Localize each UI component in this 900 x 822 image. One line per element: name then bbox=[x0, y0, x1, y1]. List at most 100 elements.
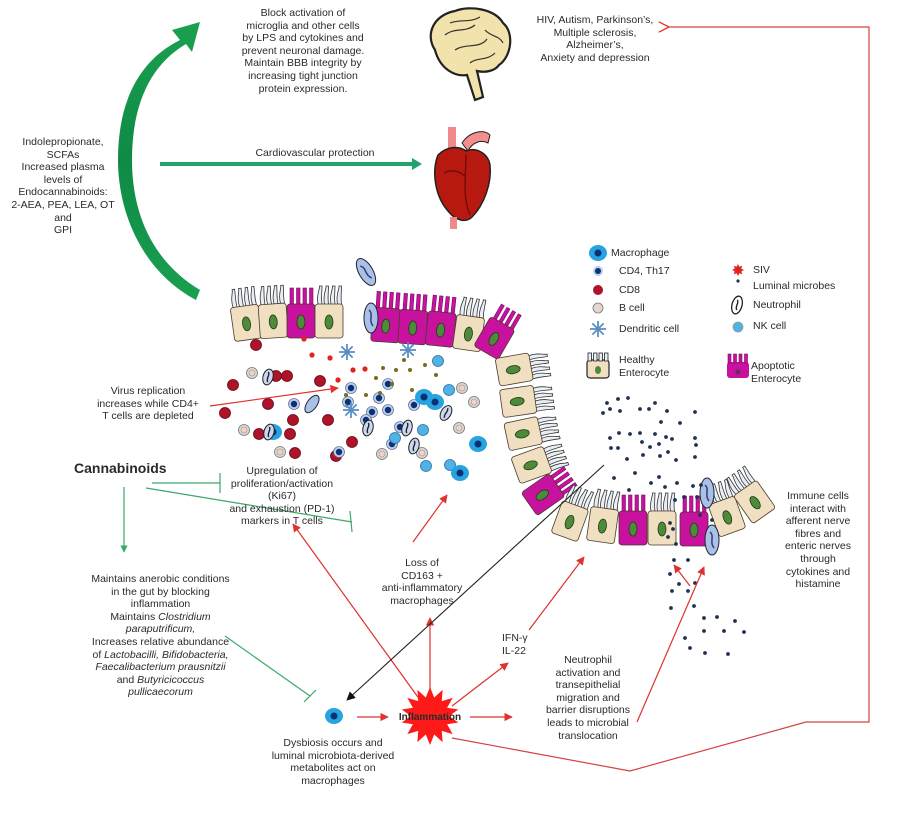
luminal-microbe-dot bbox=[693, 436, 697, 440]
luminal-microbe-dot bbox=[688, 646, 692, 650]
legend-dendritic-cell: Dendritic cell bbox=[619, 323, 680, 335]
luminal-microbe-dot bbox=[612, 476, 616, 480]
dendritic-cell-icon bbox=[339, 344, 355, 360]
luminal-microbe-dot bbox=[605, 401, 609, 405]
luminal-microbe-dot bbox=[686, 558, 690, 562]
macrophage-icon bbox=[451, 465, 469, 481]
luminal-microbe-dot bbox=[703, 651, 707, 655]
luminal-microbe-dot bbox=[627, 488, 631, 492]
luminal-microbes-icon bbox=[736, 279, 740, 283]
luminal-microbe-dot bbox=[666, 535, 670, 539]
inflammation-arrows bbox=[292, 494, 705, 723]
cd8-icon bbox=[593, 285, 603, 295]
enterocyte bbox=[499, 385, 556, 418]
gut-epithelium bbox=[230, 258, 775, 556]
luminal-microbe-dot bbox=[638, 407, 642, 411]
enterocyte bbox=[618, 494, 648, 546]
luminal-microbe-dot bbox=[670, 589, 674, 593]
legend-cd4-th17: CD4, Th17 bbox=[619, 265, 670, 277]
microbe-dot-icon bbox=[394, 368, 398, 372]
cannabinoids-label: Cannabinoids bbox=[74, 460, 167, 476]
microbial-translocation-arrow bbox=[346, 464, 605, 701]
cd8-cell-icon bbox=[322, 414, 334, 426]
brain-effects-label: Block activation of microglia and other … bbox=[241, 7, 365, 95]
cardio-arrow bbox=[160, 158, 422, 170]
cd4-cell-icon bbox=[366, 406, 378, 418]
legend-nk-cell: NK cell bbox=[753, 320, 787, 332]
luminal-microbe-dot bbox=[647, 407, 651, 411]
luminal-microbe-dot bbox=[608, 436, 612, 440]
luminal-microbe-dot bbox=[628, 432, 632, 436]
luminal-microbe-dot bbox=[710, 518, 714, 522]
luminal-microbe-dot bbox=[633, 471, 637, 475]
enterocyte bbox=[424, 294, 457, 348]
siv-particle-icon bbox=[301, 336, 307, 342]
neutrophil-icon bbox=[362, 419, 374, 437]
neutrophil-icon bbox=[408, 437, 420, 455]
nk-cell-icon bbox=[417, 424, 429, 436]
neutrophil-icon bbox=[401, 419, 413, 437]
b-cell-icon bbox=[416, 447, 428, 459]
dysbiosis-macrophage-icon bbox=[325, 708, 343, 724]
luminal-microbe-dot bbox=[678, 421, 682, 425]
lamina-propria-cells bbox=[219, 336, 487, 481]
luminal-microbe-dot bbox=[674, 542, 678, 546]
virus-replication-label: Virus replication increases while CD4+ T… bbox=[97, 385, 199, 423]
microbe-dot-icon bbox=[410, 388, 414, 392]
legend-neutrophil: Neutrophil bbox=[753, 299, 801, 311]
luminal-microbe-dot bbox=[715, 615, 719, 619]
cd4-cell-icon bbox=[408, 399, 420, 411]
luminal-microbe-dot bbox=[663, 485, 667, 489]
legend-b-cell: B cell bbox=[619, 302, 645, 314]
luminal-microbe-dot bbox=[640, 440, 644, 444]
luminal-microbe-dot bbox=[608, 407, 612, 411]
cardio-label: Cardiovascular protection bbox=[255, 147, 375, 159]
luminal-microbe-dot bbox=[702, 616, 706, 620]
luminal-microbe-dot bbox=[653, 432, 657, 436]
luminal-microbe-dot bbox=[638, 431, 642, 435]
cd8-cell-icon bbox=[262, 398, 274, 410]
curved-green-arrow bbox=[118, 22, 200, 300]
luminal-microbe-dot bbox=[702, 629, 706, 633]
luminal-microbe-dot bbox=[653, 401, 657, 405]
luminal-microbe-dot bbox=[649, 481, 653, 485]
cannabinoid-inhibitions bbox=[120, 473, 353, 703]
enterocyte bbox=[257, 284, 289, 340]
cd8-cell-icon bbox=[227, 379, 239, 391]
luminal-microbe-dot bbox=[626, 396, 630, 400]
microbe-dot-icon bbox=[344, 393, 348, 397]
luminal-microbe-dot bbox=[692, 604, 696, 608]
luminal-microbe-dot bbox=[733, 619, 737, 623]
virus-replication-arrow bbox=[209, 384, 339, 407]
luminal-microbe-dot bbox=[668, 521, 672, 525]
nk-cell-icon bbox=[732, 321, 744, 333]
enterocyte bbox=[286, 287, 316, 339]
luminal-microbe-dot bbox=[601, 411, 605, 415]
luminal-microbe-dot bbox=[695, 495, 699, 499]
luminal-microbe-dot bbox=[668, 572, 672, 576]
luminal-microbe-dot bbox=[673, 498, 677, 502]
legend-icons bbox=[586, 245, 749, 379]
enterocyte bbox=[726, 465, 775, 524]
enterocyte bbox=[705, 478, 746, 537]
luminal-microbe-dot bbox=[616, 446, 620, 450]
loss-cd163-label: Loss of CD163 + anti-inflammatory macrop… bbox=[381, 557, 463, 607]
microbe-dot-icon bbox=[402, 358, 406, 362]
inflammation-star-icon bbox=[401, 687, 459, 745]
nk-cell-icon bbox=[389, 432, 401, 444]
b-cell-icon bbox=[468, 396, 480, 408]
siv-particle-icon bbox=[350, 367, 356, 373]
luminal-microbe-dot bbox=[686, 589, 690, 593]
luminal-microbe-dot bbox=[616, 397, 620, 401]
immune-nerves-label: Immune cells interact with afferent nerv… bbox=[785, 490, 851, 591]
cd8-cell-icon bbox=[346, 436, 358, 448]
enterocyte bbox=[397, 293, 429, 346]
luminal-microbe-dot bbox=[664, 435, 668, 439]
siv-particle-icon bbox=[362, 366, 368, 372]
healthy-enterocyte-icon bbox=[586, 352, 610, 379]
cd8-cell-icon bbox=[281, 370, 293, 382]
luminal-microbe-dot bbox=[694, 443, 698, 447]
cd4-cell-icon bbox=[382, 378, 394, 390]
cd4-cell-icon bbox=[373, 392, 385, 404]
